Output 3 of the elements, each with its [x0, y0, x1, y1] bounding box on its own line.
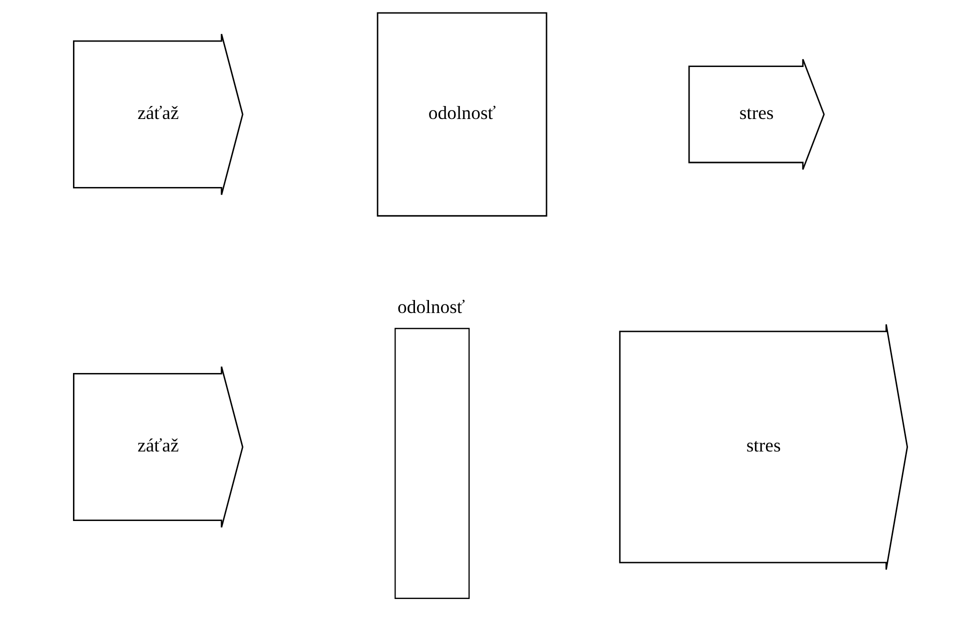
node-box: odolnosť — [376, 12, 547, 217]
node-label: odolnosť — [397, 297, 464, 318]
node-box — [394, 328, 470, 599]
